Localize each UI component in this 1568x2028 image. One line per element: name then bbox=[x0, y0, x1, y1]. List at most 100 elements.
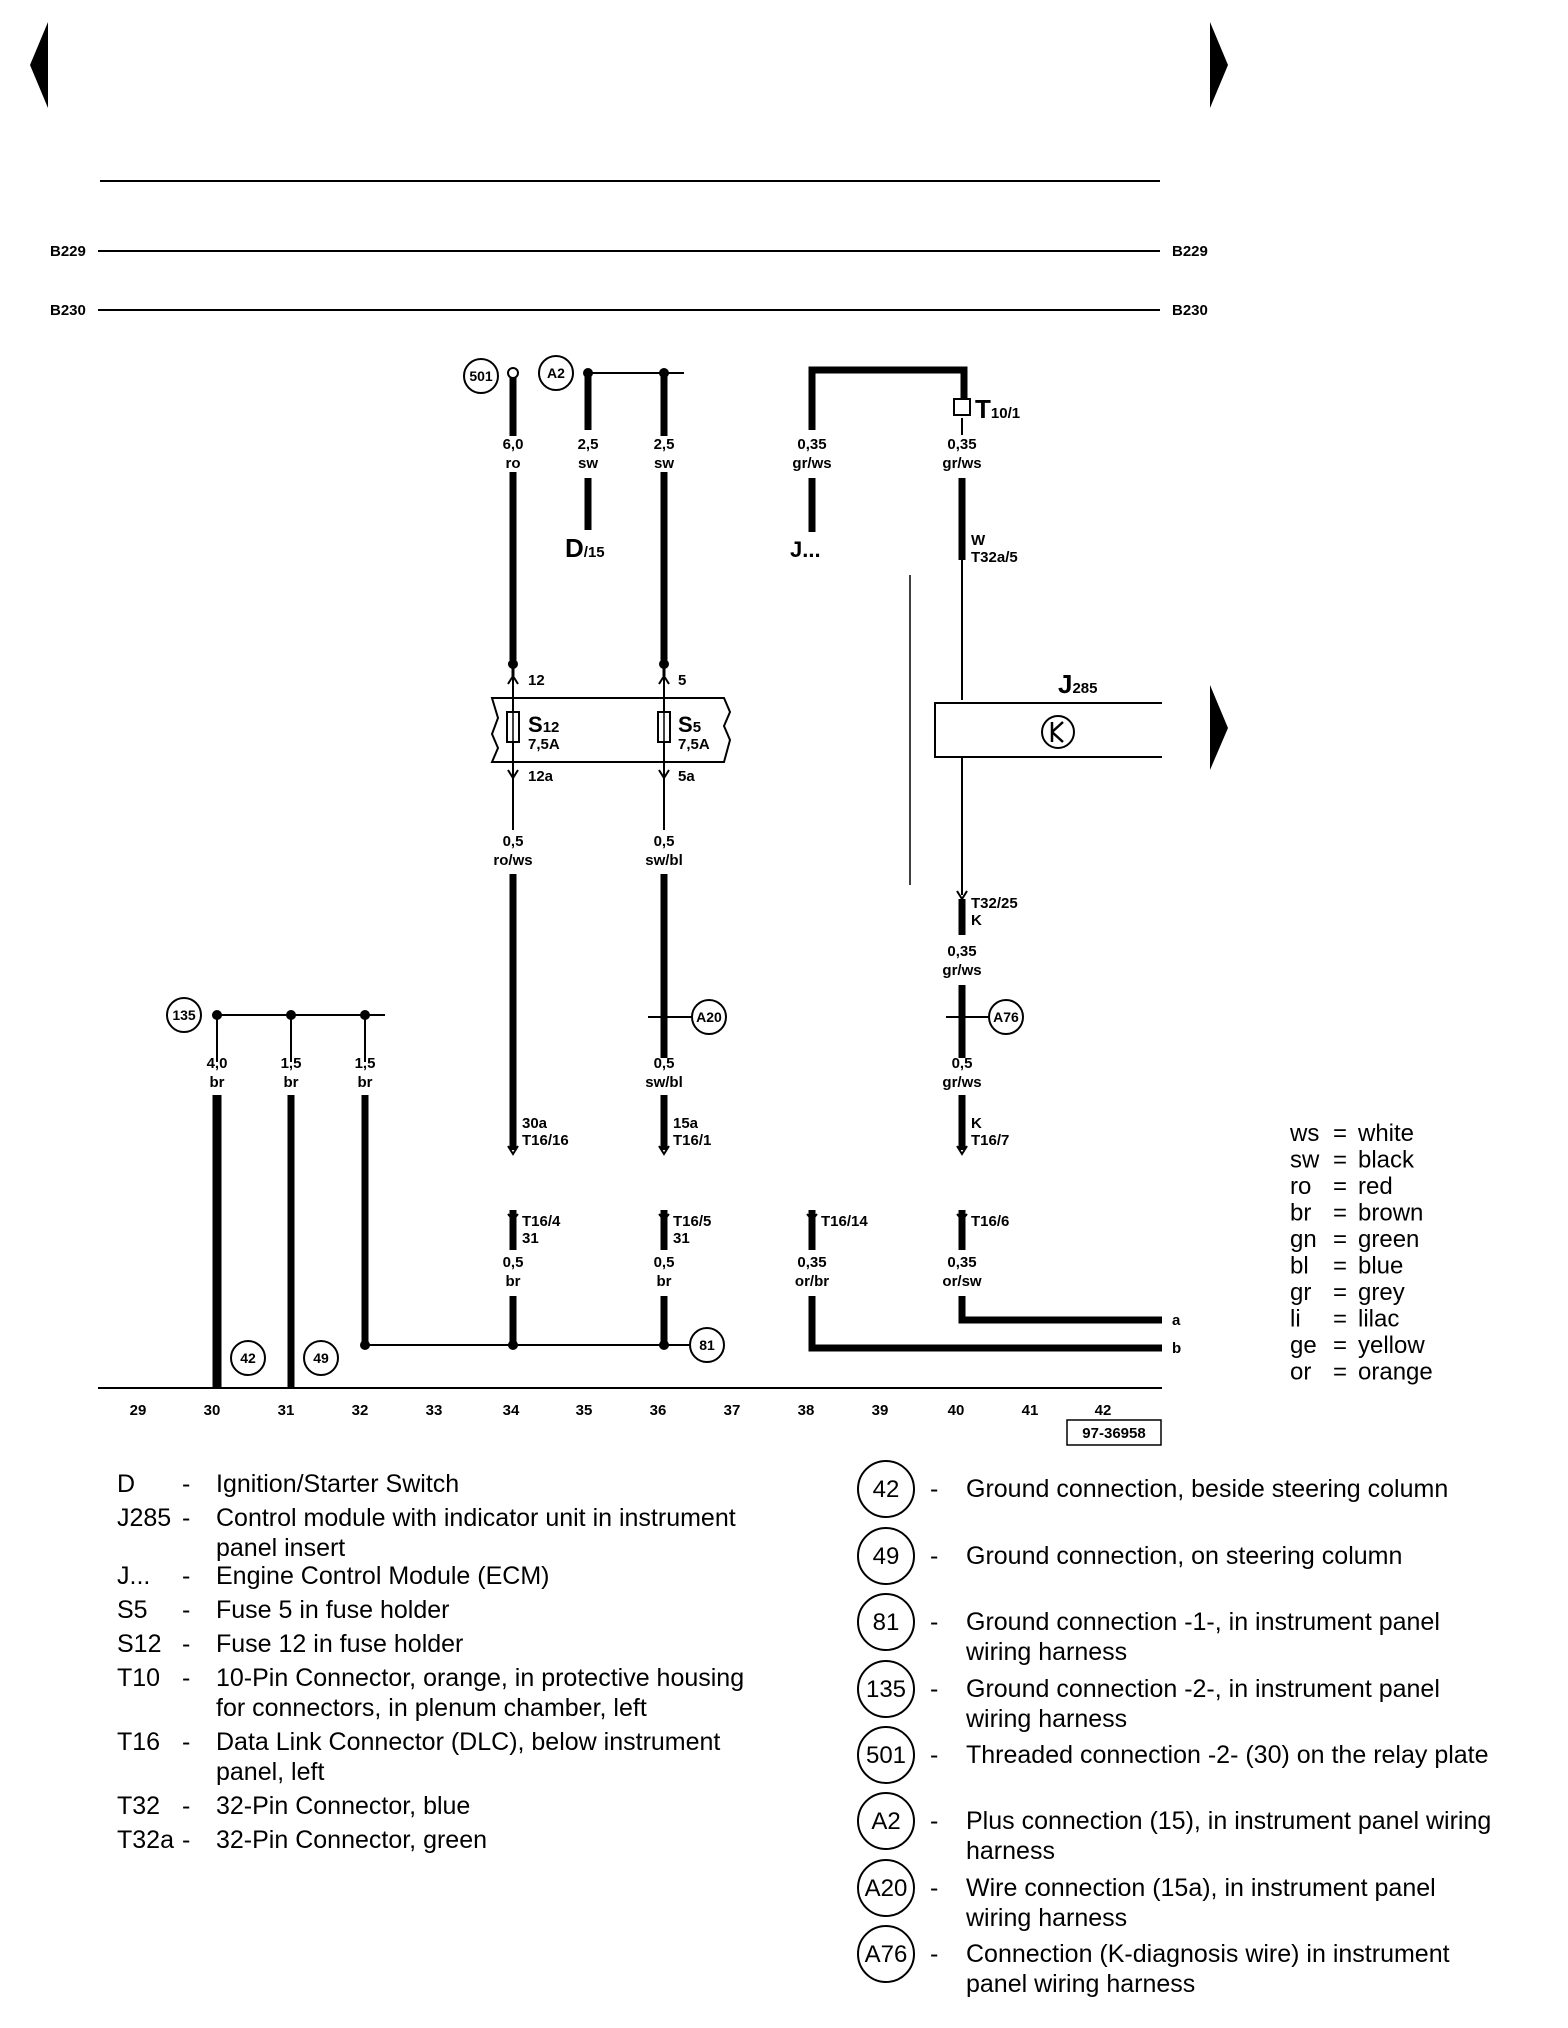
wire-501-color-2: ro bbox=[506, 455, 521, 472]
color-legend-code: li bbox=[1290, 1306, 1301, 1333]
connection-legend-description: Connection (K-diagnosis wire) in instrum… bbox=[966, 1940, 1450, 1968]
node-49 bbox=[303, 1340, 339, 1376]
component-d-label: D/15 bbox=[565, 533, 605, 563]
component-j-label: J... bbox=[790, 537, 821, 562]
legend-description: Control module with indicator unit in in… bbox=[216, 1504, 736, 1532]
color-legend-name: brown bbox=[1358, 1200, 1423, 1227]
connection-legend-description: panel wiring harness bbox=[966, 1970, 1195, 1998]
connection-legend-description: wiring harness bbox=[965, 1904, 1127, 1932]
node-a2 bbox=[538, 355, 574, 391]
s12-rating: 7,5A bbox=[528, 736, 560, 753]
legend-code: T32 bbox=[117, 1792, 160, 1820]
wire-k1-color: gr/ws bbox=[942, 962, 981, 979]
ground-bus-number: 35 bbox=[576, 1402, 593, 1419]
connection-legend-id: A20 bbox=[865, 1875, 908, 1902]
wire-a2-size: 2,5 bbox=[654, 436, 675, 453]
pin-t32a5-a: W bbox=[971, 532, 986, 549]
wire-ecm-loop bbox=[808, 366, 968, 430]
connection-legend-circle bbox=[857, 1527, 915, 1585]
wire-a76-size: 0,5 bbox=[952, 1055, 973, 1072]
color-legend-code: ro bbox=[1290, 1173, 1311, 1200]
connection-legend-id: 501 bbox=[866, 1742, 906, 1769]
bus-b229-right-label: B229 bbox=[1172, 243, 1208, 260]
connection-legend-description: Ground connection -1-, in instrument pan… bbox=[966, 1608, 1440, 1636]
legend-description: 10-Pin Connector, orange, in protective … bbox=[216, 1664, 744, 1692]
connection-legend-dash: - bbox=[930, 1608, 938, 1636]
s5-rating: 7,5A bbox=[678, 736, 710, 753]
connection-legend-dash: - bbox=[930, 1940, 938, 1968]
color-legend-equals: = bbox=[1333, 1332, 1347, 1359]
wire-12a-color: ro/ws bbox=[493, 852, 532, 869]
j285-label: J285 bbox=[1058, 669, 1098, 699]
node-42-label: 42 bbox=[240, 1350, 256, 1366]
connection-legend-id: A2 bbox=[871, 1808, 900, 1835]
connection-legend-circle bbox=[857, 1859, 915, 1917]
connection-legend-id: 81 bbox=[873, 1609, 900, 1636]
connection-legend-description: Wire connection (15a), in instrument pan… bbox=[966, 1874, 1436, 1902]
color-legend-equals: = bbox=[1333, 1226, 1347, 1253]
node-a20 bbox=[691, 999, 727, 1035]
pin-t3225-b: K bbox=[971, 912, 982, 929]
terminal-b-label: b bbox=[1172, 1340, 1181, 1357]
color-legend-name: black bbox=[1358, 1147, 1415, 1174]
wire-terminal-b bbox=[808, 1296, 1162, 1352]
node-49-label: 49 bbox=[313, 1350, 329, 1366]
k-diagnosis-symbol-icon bbox=[1041, 715, 1075, 749]
wire-g30-color: br bbox=[210, 1074, 225, 1091]
next-page-arrow-icon[interactable] bbox=[1210, 22, 1228, 108]
node-a76 bbox=[988, 999, 1024, 1035]
node-501-label: 501 bbox=[469, 368, 493, 384]
wire-t165-color: br bbox=[657, 1273, 672, 1290]
legend-code: S5 bbox=[117, 1596, 148, 1624]
connection-legend-circle bbox=[857, 1726, 915, 1784]
connection-legend-description: harness bbox=[966, 1837, 1055, 1865]
connection-legend-id: 135 bbox=[866, 1676, 906, 1703]
legend-description: Engine Control Module (ECM) bbox=[216, 1562, 549, 1590]
color-legend: ws=whitesw=blackro=redbr=browngn=greenbl… bbox=[1289, 1120, 1433, 1386]
wire-g30-size: 4,0 bbox=[207, 1055, 228, 1072]
pin-t32a5-b: T32a/5 bbox=[971, 549, 1018, 566]
previous-page-arrow-icon[interactable] bbox=[30, 22, 48, 108]
wire-t166-size: 0,35 bbox=[947, 1254, 976, 1271]
pin-t166: T16/6 bbox=[971, 1213, 1009, 1230]
node-a76-label: A76 bbox=[993, 1009, 1019, 1025]
continue-right-arrow-icon[interactable] bbox=[1210, 685, 1228, 770]
ground-bus-number: 29 bbox=[130, 1402, 147, 1419]
connection-legend-description: Threaded connection -2- (30) on the rela… bbox=[966, 1741, 1489, 1769]
node-135 bbox=[166, 997, 202, 1033]
color-legend-name: grey bbox=[1358, 1279, 1405, 1306]
connection-legend-id: A76 bbox=[865, 1941, 908, 1968]
connection-legend-id: 49 bbox=[873, 1543, 900, 1570]
connection-legend-dash: - bbox=[930, 1741, 938, 1769]
pin-t1614: T16/14 bbox=[821, 1213, 868, 1230]
j285-box bbox=[934, 702, 1162, 758]
legend-description: Fuse 12 in fuse holder bbox=[216, 1630, 463, 1658]
wire-t1614-size: 0,35 bbox=[797, 1254, 826, 1271]
color-legend-equals: = bbox=[1333, 1253, 1347, 1280]
pin-t3225-a: T32/25 bbox=[971, 895, 1018, 912]
ground-bus-number: 32 bbox=[352, 1402, 369, 1419]
legend-description: panel insert bbox=[216, 1534, 345, 1562]
legend-dash: - bbox=[182, 1562, 190, 1590]
color-legend-equals: = bbox=[1333, 1147, 1347, 1174]
legend-code: S12 bbox=[117, 1630, 161, 1658]
pin-t164-a: T16/4 bbox=[522, 1213, 561, 1230]
pin-t165-b: 31 bbox=[673, 1230, 690, 1247]
bus-b230-right-label: B230 bbox=[1172, 302, 1208, 319]
wire-501-size-2: 6,0 bbox=[503, 436, 524, 453]
legend-description: Ignition/Starter Switch bbox=[216, 1470, 459, 1498]
legend-description: Data Link Connector (DLC), below instrum… bbox=[216, 1728, 720, 1756]
color-legend-code: gr bbox=[1290, 1279, 1311, 1306]
color-legend-code: br bbox=[1290, 1200, 1311, 1227]
legend-code: T32a bbox=[117, 1826, 174, 1854]
s5-label: S5 bbox=[678, 712, 701, 737]
wire-t1614-color: or/br bbox=[795, 1273, 829, 1290]
t10-connector-icon bbox=[953, 398, 971, 416]
connection-legend: 42-Ground connection, beside steering co… bbox=[857, 1460, 1491, 1998]
legend-dash: - bbox=[182, 1504, 190, 1532]
legend-description: Fuse 5 in fuse holder bbox=[216, 1596, 449, 1624]
color-legend-name: lilac bbox=[1358, 1306, 1399, 1333]
color-legend-name: orange bbox=[1358, 1359, 1433, 1386]
